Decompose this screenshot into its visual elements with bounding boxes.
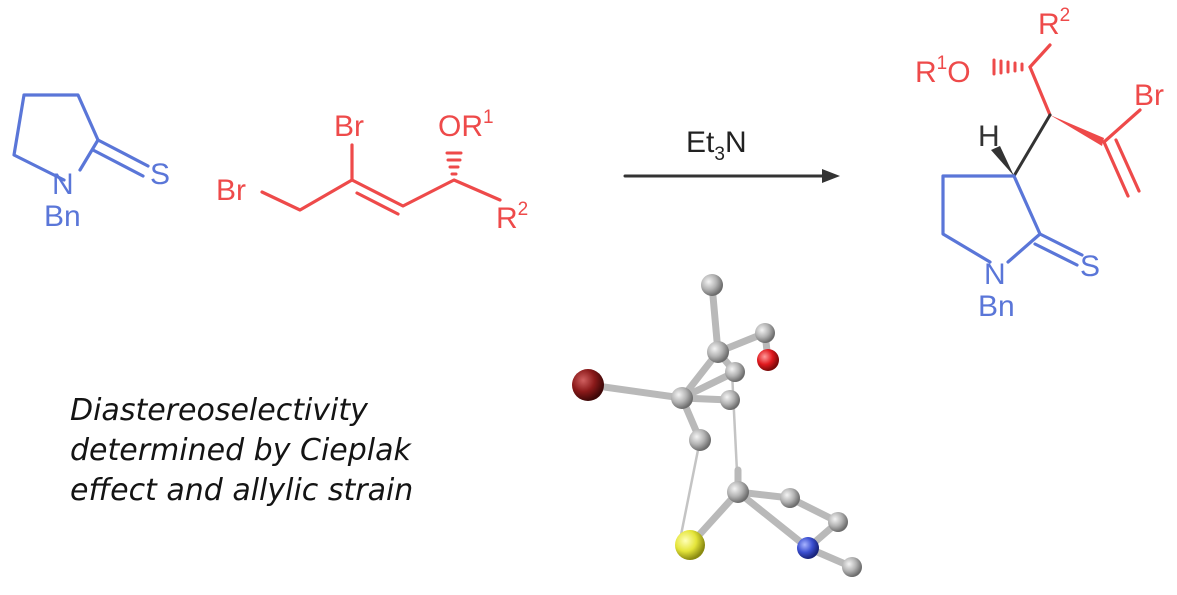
- r2-label: R2: [496, 199, 528, 235]
- br-left-label: Br: [216, 174, 246, 207]
- thione-double-bond-b: [91, 148, 145, 178]
- hashed-wedge-to-or1: [445, 151, 463, 176]
- bn-group-label: Bn: [44, 200, 81, 233]
- dibromoalkene-reactant: Br Br OR1 R2: [216, 107, 528, 235]
- sulfur-atom: [675, 530, 705, 560]
- s-atom-label: S: [150, 158, 170, 191]
- caption: Diastereoselectivity determined by Ciepl…: [70, 393, 413, 508]
- product-thione-bond-a: [1038, 232, 1084, 257]
- carbon-atom-thione: [727, 481, 749, 503]
- n-atom-label: N: [52, 168, 74, 201]
- hashed-wedge-to-r1o: [992, 58, 1024, 76]
- thiolactam-reactant: N S Bn: [12, 93, 170, 233]
- wedge-to-vinyl: [1050, 115, 1104, 146]
- r1o-label: R1O: [915, 53, 971, 89]
- carbinol-to-ch-bond: [1028, 65, 1052, 117]
- carbon-atom-upper-right: [755, 323, 775, 343]
- caption-line-2: determined by Cieplak: [70, 433, 412, 468]
- caption-line-1: Diastereoselectivity: [70, 393, 369, 428]
- product-r2-label: R2: [1038, 5, 1070, 41]
- caption-line-3: effect and allylic strain: [70, 473, 413, 508]
- product-n-label: N: [984, 258, 1006, 291]
- ring-c-n-bond: [78, 138, 100, 172]
- forming-bond-c-s: [678, 439, 702, 541]
- product-ring-bonds: [941, 174, 1042, 264]
- carbon-atom-lower: [689, 429, 711, 451]
- thiolactam-ring-bonds: [12, 93, 100, 182]
- product-bn-label: Bn: [978, 290, 1015, 323]
- carbon-atom-ring-far: [828, 512, 848, 532]
- model-bonds: [586, 281, 856, 571]
- carbon-atom-top: [701, 274, 723, 296]
- product-s-label: S: [1080, 250, 1100, 283]
- reagent-label: Et3N: [686, 126, 747, 165]
- wedge-to-h: [991, 146, 1014, 176]
- nitrogen-atom: [797, 537, 819, 559]
- oxygen-atom: [757, 349, 779, 371]
- product-br-label: Br: [1134, 79, 1164, 112]
- carbon-atom-carbinol: [707, 341, 729, 363]
- vinyl-double-bond-a: [1102, 140, 1130, 198]
- ch-to-ring-bond: [1012, 113, 1052, 178]
- carbon-atom-alkene: [725, 362, 745, 382]
- or1-label: OR1: [438, 107, 494, 143]
- arrow-head: [822, 169, 840, 183]
- carbon-atom-n-methyl: [842, 557, 862, 577]
- alkene-double-bond-inner: [355, 191, 400, 216]
- alkene-chain-bonds: [260, 178, 502, 212]
- product-thione-bond-b: [1033, 242, 1079, 267]
- reaction-arrow: Et3N: [623, 126, 840, 183]
- bromine-atom: [572, 369, 604, 401]
- thione-double-bond-a: [96, 138, 150, 168]
- carbon-atom-center: [671, 387, 693, 409]
- vinyl-c-br-bond: [1102, 108, 1142, 144]
- carbon-atom-ring-right: [780, 488, 800, 508]
- br-top-label: Br: [334, 110, 364, 143]
- product: R1O R2 Br H N S Bn: [915, 5, 1164, 323]
- carbon-atom-mid-right: [720, 390, 740, 410]
- vinyl-double-bond-b: [1114, 138, 1141, 193]
- h-atom-label: H: [978, 120, 1000, 153]
- transition-state-model: [572, 274, 862, 577]
- c-r2-bond: [1028, 43, 1052, 69]
